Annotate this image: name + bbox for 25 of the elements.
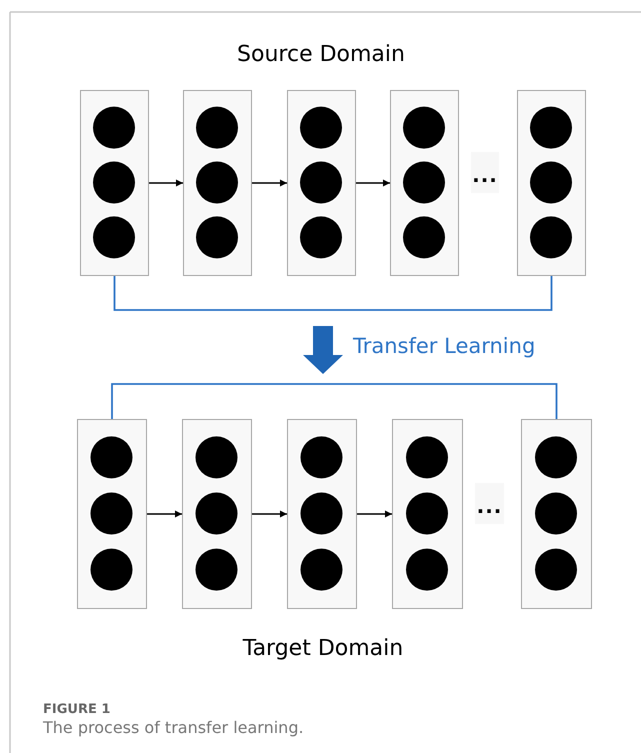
ellipsis-box: ... (471, 152, 499, 193)
figure-number: FIGURE 1 (43, 702, 110, 718)
arrow (147, 510, 182, 518)
domain-heading: Target Domain (242, 636, 404, 662)
layer-box (517, 90, 586, 276)
layer-box (287, 90, 356, 276)
figure-caption: The process of transfer learning. (43, 718, 304, 738)
arrow (252, 510, 287, 518)
connector-line (111, 383, 558, 419)
transfer-label: Transfer Learning (353, 334, 536, 360)
arrow (252, 180, 287, 186)
layer-box (182, 419, 252, 609)
connector-line (114, 276, 552, 311)
arrow (149, 180, 183, 186)
layer-box (183, 90, 252, 276)
layer-box (521, 419, 592, 609)
layer-box (392, 419, 463, 609)
arrow (356, 180, 390, 186)
layer-box (77, 419, 147, 609)
domain-heading: Source Domain (237, 42, 405, 68)
layer-box (287, 419, 357, 609)
layer-box (390, 90, 459, 276)
arrow (357, 510, 392, 518)
layer-box (80, 90, 149, 276)
ellipsis-box: ... (475, 483, 504, 524)
